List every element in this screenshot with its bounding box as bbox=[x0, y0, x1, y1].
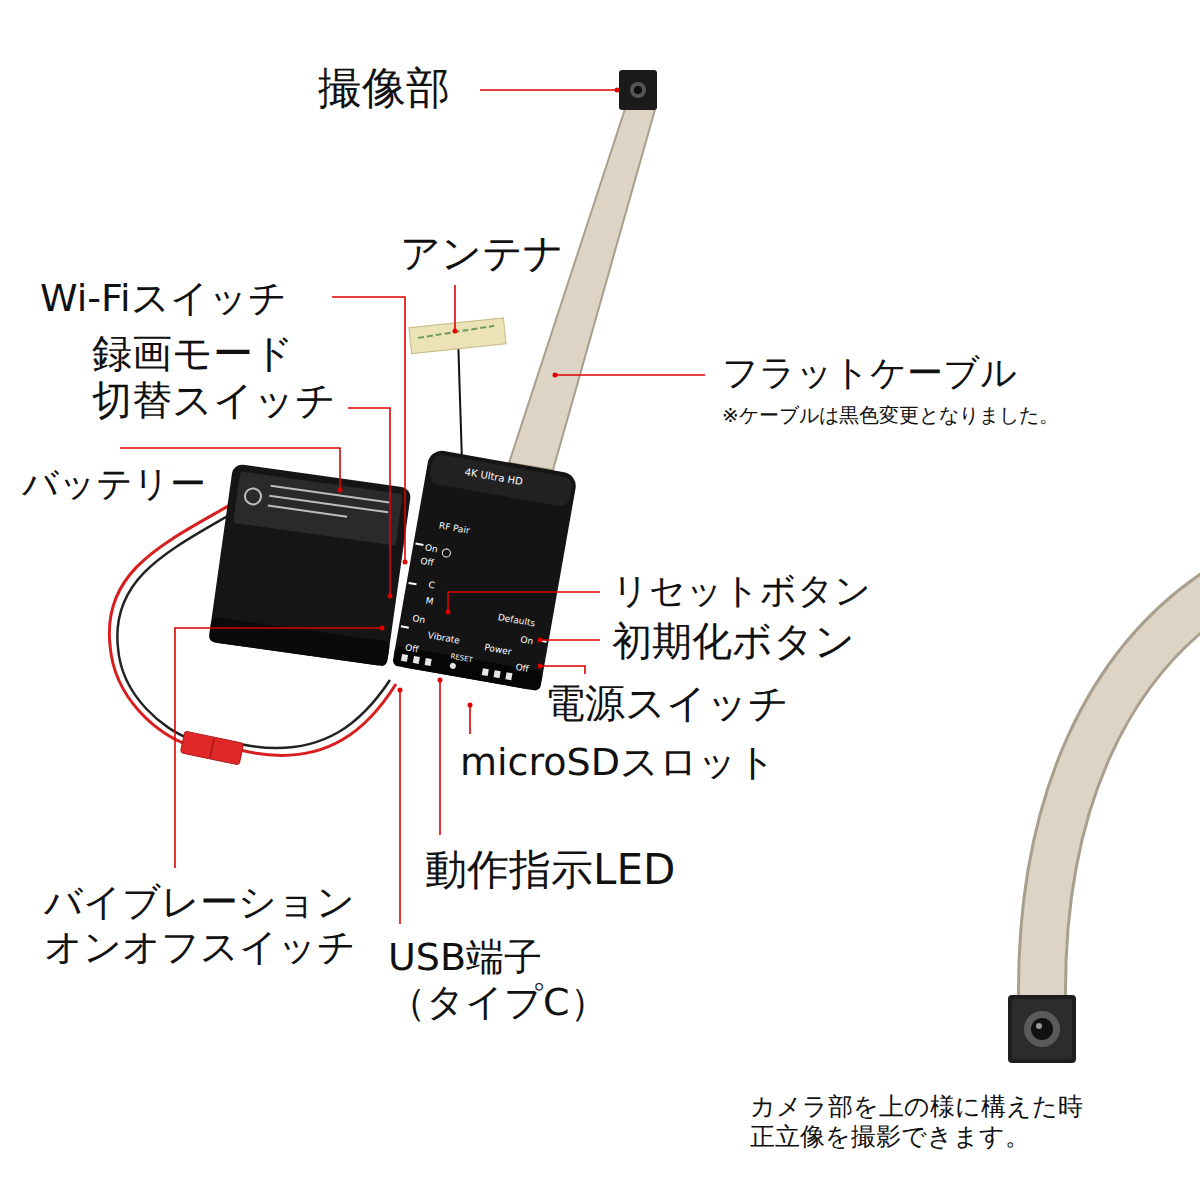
flat-cable bbox=[1042, 588, 1200, 1000]
port-slot bbox=[505, 672, 512, 680]
leader-lines bbox=[120, 90, 705, 924]
leader-line bbox=[175, 628, 382, 868]
camera-lens bbox=[1036, 1023, 1042, 1029]
leader-line bbox=[399, 690, 401, 924]
device-print: 4K Ultra HD bbox=[464, 467, 524, 487]
leader-dot bbox=[468, 703, 473, 708]
camera-module bbox=[428, 453, 573, 507]
device-print: Off bbox=[515, 663, 530, 674]
battery-sticker bbox=[269, 496, 388, 513]
leader-line bbox=[454, 285, 456, 330]
device-print: M bbox=[425, 596, 434, 606]
battery-pack bbox=[208, 617, 390, 667]
battery-sticker bbox=[244, 487, 262, 505]
port-slot bbox=[482, 668, 489, 676]
battery-pack bbox=[208, 463, 411, 666]
battery-wire bbox=[240, 684, 396, 755]
part-label: アンテナ bbox=[400, 230, 564, 277]
port-slot bbox=[494, 670, 501, 678]
leader-line bbox=[540, 639, 600, 641]
leader-dot bbox=[553, 373, 558, 378]
part-label: 電源スイッチ bbox=[545, 680, 789, 727]
part-label: バイブレーション オンオフスイッチ bbox=[44, 880, 374, 970]
antenna-sticker bbox=[418, 326, 495, 338]
flat-cable bbox=[509, 106, 656, 470]
camera-head bbox=[1012, 999, 1072, 1059]
camera-lens bbox=[1031, 1018, 1053, 1040]
part-label: USB端子 （タイプC） bbox=[388, 935, 588, 1025]
leader-line bbox=[332, 297, 405, 562]
part-label: リセットボタン bbox=[612, 570, 871, 612]
device-print: On bbox=[424, 543, 438, 554]
battery-sticker bbox=[233, 471, 403, 545]
battery-wire bbox=[240, 680, 390, 748]
leader-dot bbox=[538, 664, 543, 669]
leader-dot bbox=[538, 638, 543, 643]
leader-line bbox=[469, 705, 471, 734]
part-label: Wi-Fiスイッチ bbox=[40, 276, 287, 321]
part-label: バッテリー bbox=[22, 463, 206, 505]
switch-icon bbox=[442, 548, 451, 557]
port-slot bbox=[413, 656, 420, 664]
camera-head bbox=[619, 70, 657, 110]
wire-connector bbox=[210, 738, 214, 758]
leader-dot bbox=[338, 488, 343, 493]
battery-sticker bbox=[268, 506, 347, 517]
device-print: Off bbox=[420, 557, 435, 568]
part-label: 動作指示LED bbox=[425, 845, 675, 895]
leader-line bbox=[555, 374, 705, 376]
camera-lens bbox=[1024, 1011, 1060, 1047]
switch bbox=[409, 583, 417, 584]
camera-head bbox=[1008, 995, 1076, 1063]
module-face: 4K Ultra HDRF PairOnOffCMOnOffVibrateDef… bbox=[392, 449, 578, 692]
leader-dot bbox=[438, 678, 443, 683]
device-print: On bbox=[520, 635, 534, 646]
battery-sticker bbox=[271, 486, 390, 503]
device-print: Defaults bbox=[497, 613, 536, 628]
camera-module bbox=[392, 449, 578, 692]
device-print: RF Pair bbox=[438, 521, 470, 535]
part-label: 撮像部 bbox=[318, 62, 450, 114]
port-slot bbox=[401, 654, 408, 662]
leader-line bbox=[448, 592, 600, 612]
leader-dot bbox=[403, 560, 408, 565]
leader-dot bbox=[398, 688, 403, 693]
device-print: Vibrate bbox=[427, 631, 461, 646]
leader-dot bbox=[615, 88, 620, 93]
port-slot bbox=[425, 658, 432, 666]
leader-dots bbox=[338, 88, 620, 708]
leader-line bbox=[348, 408, 390, 596]
antenna-sticker bbox=[409, 318, 506, 354]
note: ※ケーブルは黒色変更となりました。 bbox=[722, 404, 1059, 428]
device-print: RESET bbox=[450, 653, 473, 664]
leader-dot bbox=[380, 626, 385, 631]
part-label: 初期化ボタン bbox=[612, 618, 855, 665]
note: カメラ部を上の様に構えた時 正立像を撮影できます。 bbox=[750, 1092, 1170, 1151]
leader-line bbox=[480, 89, 616, 91]
antenna-wire bbox=[458, 336, 462, 462]
part-label: 録画モード 切替スイッチ bbox=[92, 330, 342, 424]
leader-dot bbox=[453, 329, 458, 334]
leader-line bbox=[439, 680, 441, 835]
device-print: On bbox=[412, 614, 426, 625]
part-label: フラットケーブル bbox=[722, 352, 1017, 394]
flat-cable bbox=[1042, 588, 1200, 1000]
led bbox=[449, 662, 456, 669]
device-print: C bbox=[428, 580, 436, 590]
switch bbox=[416, 544, 424, 545]
leader-dot bbox=[388, 594, 393, 599]
camera-lens bbox=[630, 82, 646, 98]
camera-lens bbox=[634, 86, 642, 94]
wire-connector bbox=[180, 731, 243, 765]
part-label: microSDスロット bbox=[460, 740, 776, 785]
switch bbox=[401, 626, 409, 627]
leader-dot bbox=[446, 610, 451, 615]
device-print: Power bbox=[484, 643, 512, 657]
leader-line bbox=[540, 666, 585, 674]
device-print: Off bbox=[404, 643, 419, 654]
